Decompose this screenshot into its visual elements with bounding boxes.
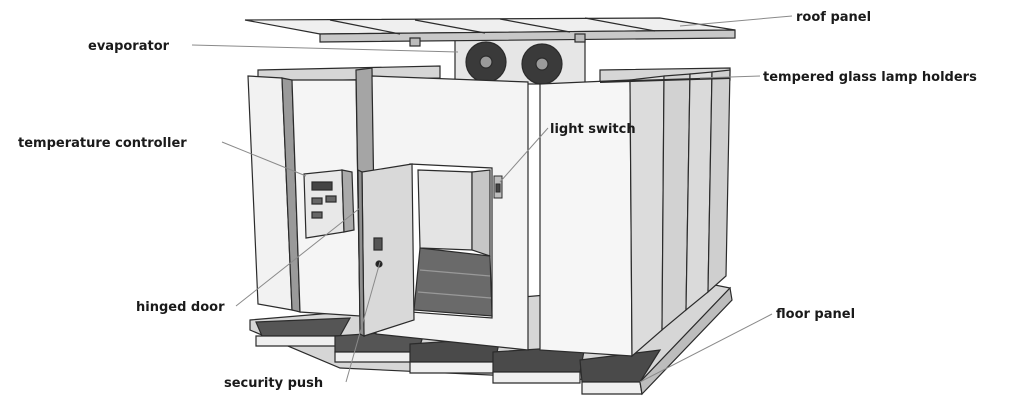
roof-seam-1	[329, 19, 401, 35]
light-switch-device	[493, 175, 503, 199]
controller-box	[303, 169, 345, 239]
leader-lines	[191, 15, 793, 383]
controller-display	[311, 181, 333, 191]
label-roof-panel: roof panel	[796, 10, 871, 25]
leader-lamp-holders	[699, 75, 761, 79]
floor-slab-4-edge	[492, 371, 581, 384]
roof-seam-4	[584, 17, 656, 32]
leader-security-push	[345, 261, 381, 383]
door-leaf-edge	[357, 169, 365, 337]
interior-back-wall	[417, 169, 473, 251]
roof-hanger-1	[409, 37, 421, 47]
interior-floor-seam-2	[417, 291, 492, 299]
leader-floor-panel	[639, 313, 773, 383]
right-wall-panel-1	[629, 75, 665, 358]
leader-roof-panel	[679, 15, 793, 27]
lamp-holder-strip	[599, 77, 731, 83]
labels: roof panel evaporator tempered glass lam…	[18, 10, 977, 391]
floor-slab-5-edge	[581, 381, 643, 395]
interior-floor	[413, 247, 493, 317]
floor-slab-2-edge	[334, 351, 419, 363]
evaporator-fan-left-hub	[479, 55, 493, 69]
interior-floor-seam-1	[419, 269, 491, 277]
light-switch-toggle	[495, 183, 501, 193]
temperature-controller	[303, 169, 355, 239]
leader-light-switch	[499, 127, 549, 183]
right-wall-panel-4	[707, 69, 731, 294]
roof-edge	[319, 29, 736, 43]
label-temperature-controller: temperature controller	[18, 136, 187, 151]
label-security-push: security push	[224, 376, 323, 391]
leader-hinged-door	[235, 207, 361, 307]
controller-button-1	[311, 197, 323, 205]
controller-side	[341, 169, 355, 233]
label-floor-panel: floor panel	[776, 307, 855, 322]
controller-button-2	[325, 195, 337, 203]
label-evaporator: evaporator	[88, 39, 170, 54]
hinged-door	[357, 163, 415, 337]
label-light-switch: light switch	[550, 122, 636, 137]
floor-slab-3-edge	[409, 361, 496, 374]
label-hinged-door: hinged door	[136, 300, 225, 315]
door-handle	[373, 237, 383, 251]
evaporator-fan-right-hub	[535, 57, 549, 71]
door-leaf	[361, 163, 415, 337]
evaporator-unit	[454, 37, 586, 85]
leader-evaporator	[191, 44, 459, 53]
roof	[244, 17, 736, 47]
roof-seam-2	[414, 19, 486, 34]
controller-button-3	[311, 211, 323, 219]
interior-side-wall	[471, 169, 491, 257]
label-tempered-glass-lamp-holders: tempered glass lamp holders	[763, 70, 977, 85]
floor-slab-1-edge	[255, 335, 341, 347]
floor-side-edge	[639, 286, 733, 396]
door-opening	[409, 163, 493, 319]
roof-seam-3	[499, 18, 571, 33]
leader-temperature-controller	[221, 141, 307, 177]
roof-hanger-2	[574, 33, 586, 43]
